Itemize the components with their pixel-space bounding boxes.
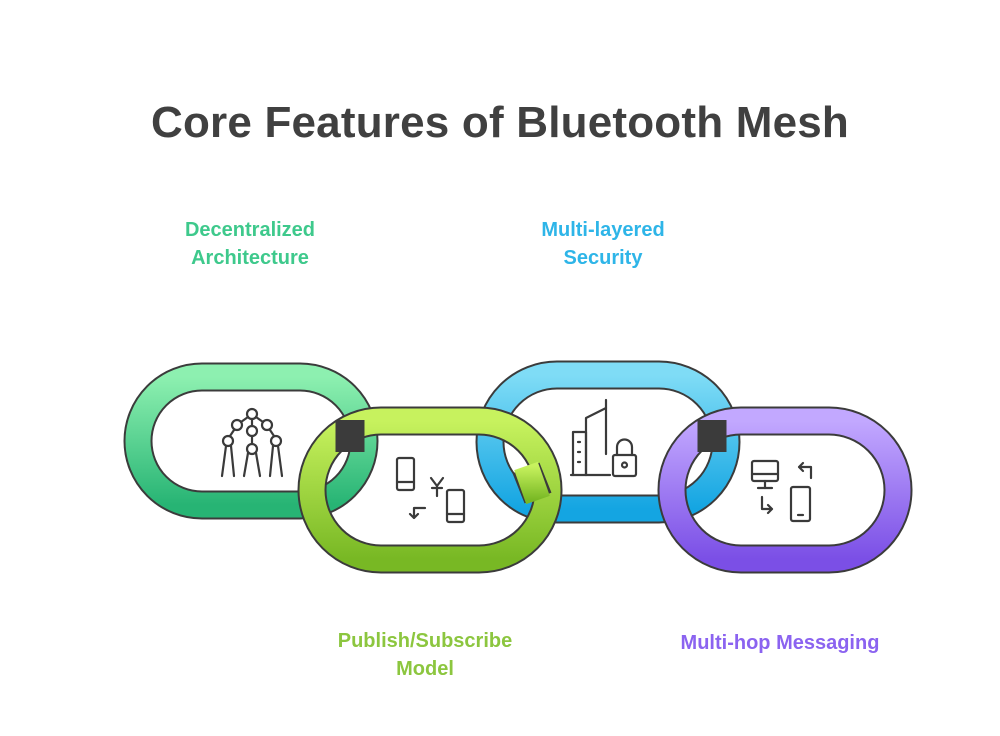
diagram-title: Core Features of Bluetooth Mesh <box>150 98 850 147</box>
computer-phone-sync-icon <box>750 459 813 523</box>
network-structure-icon <box>220 407 284 478</box>
label-line: Multi-layered <box>541 219 665 241</box>
secure-buildings-icon <box>569 398 638 478</box>
link-overlap-lime <box>512 461 552 505</box>
chain-link-multi-hop <box>657 406 913 574</box>
label-line: Decentralized <box>184 219 316 241</box>
label-line: Publish/Subscribe <box>337 630 513 652</box>
label-multi-hop-messaging: Multi-hop Messaging <box>660 629 900 657</box>
label-line: Security <box>563 247 643 269</box>
device-exchange-icon <box>395 456 466 524</box>
label-line: Architecture <box>191 247 309 269</box>
label-publish-subscribe-model: Publish/Subscribe Model <box>310 627 540 683</box>
label-line: Multi-hop Messaging <box>680 632 880 654</box>
label-multi-layered-security: Multi-layered Security <box>503 216 703 272</box>
label-line: Model <box>396 658 454 680</box>
label-decentralized-architecture: Decentralized Architecture <box>150 216 350 272</box>
